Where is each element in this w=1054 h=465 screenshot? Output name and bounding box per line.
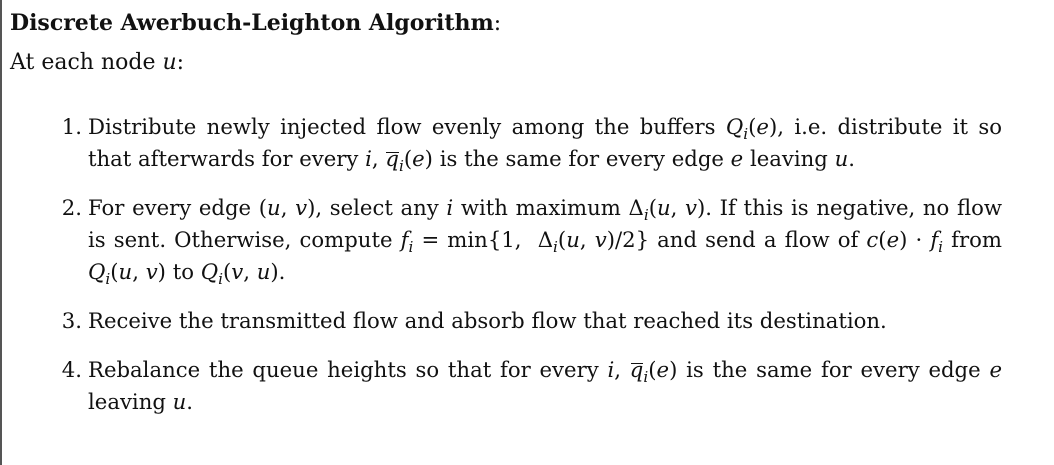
step-3: 3. Receive the transmitted flow and abso… [2,305,1054,337]
step-text-part: from [943,227,1002,252]
step-number: 1. [61,114,82,139]
math-u: u [172,389,187,414]
step-text: Receive the transmitted flow and absorb … [88,308,887,333]
step-text-part: to [165,259,201,284]
step-text-part: Distribute newly injected flow evenly am… [88,114,726,139]
math-edge-uv: (u, v) [258,195,316,220]
step-text-part: , [371,146,386,171]
math-Qi-e: Qi(e) [725,114,778,143]
step-text-part: is the same for every edge [432,146,731,171]
math-e: e [989,357,1002,382]
step-text-part: . [848,146,855,171]
step-text: Rebalance the queue heights so that for … [88,354,1002,418]
step-1: 1. Distribute newly injected flow evenly… [2,111,1054,175]
step-4: 4. Rebalance the queue heights so that f… [2,354,1054,418]
intro-colon: : [176,50,185,75]
math-i: i [607,357,615,382]
math-delta-i-uv: Δi(u, v) [628,195,706,224]
step-text-part: . If this is negative, no flow is sent. … [88,195,1002,252]
step-text-part: , [614,357,630,382]
step-text-part: , select any [315,195,447,220]
step-text-part: with maximum [453,195,629,220]
math-i: i [446,195,454,220]
step-number: 4. [61,357,82,382]
algorithm-title: Discrete Awerbuch-Leighton Algorithm: [10,8,501,39]
step-text-part: and send a flow of [649,227,867,252]
math-qbar-i-e: qi(e) [630,357,678,385]
math-u: u [834,146,849,171]
algorithm-intro: At each node u: [10,48,184,78]
step-text-part: . [186,389,194,414]
step-text-part: Rebalance the queue heights so that for … [88,357,608,382]
step-list: 1. Distribute newly injected flow evenly… [2,111,1054,435]
step-text-part: For every edge [88,195,259,220]
math-Qi-vu: Qi(v, u) [200,259,279,288]
step-text-part: . [278,259,286,284]
step-text-part: leaving [88,389,173,414]
math-qbar-i-e: qi(e) [385,146,433,174]
step-number: 3. [61,308,82,333]
step-text-part: leaving [743,146,835,171]
math-e: e [730,146,744,171]
intro-text: At each node [10,50,163,75]
algorithm-title-text: Discrete Awerbuch-Leighton Algorithm [10,10,494,36]
step-number: 2. [61,195,82,220]
step-text: Distribute newly injected flow evenly am… [88,111,1002,175]
math-ce-fi: c(e) · fi [866,227,944,256]
step-text-part: is the same for every edge [677,357,990,382]
intro-node-var: u [162,50,177,75]
step-text-part: , i.e. distribute it so that afterwards … [88,114,1002,171]
step-2: 2. For every edge (u, v), select any i w… [2,192,1054,288]
math-Qi-uv: Qi(u, v) [88,259,166,288]
algorithm-title-colon: : [493,11,502,36]
math-i: i [365,146,372,171]
step-text: For every edge (u, v), select any i with… [88,192,1002,288]
math-fi-min: fi = min{1, Δi(u, v)/2} [400,227,650,256]
